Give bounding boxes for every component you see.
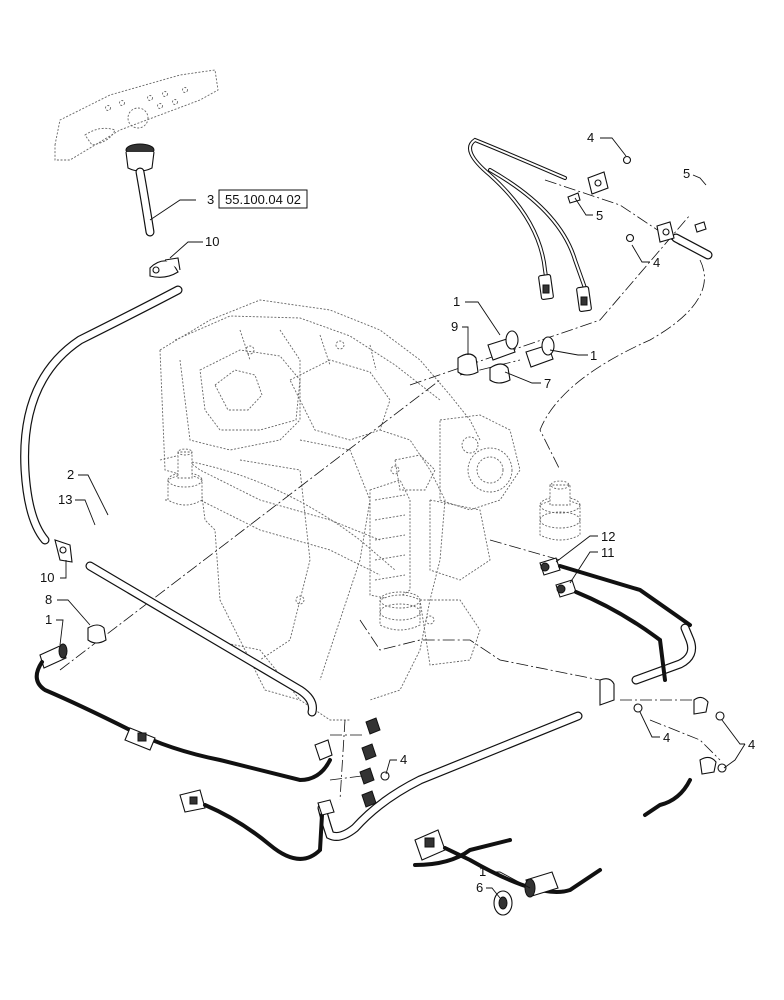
left-tube [20,285,317,717]
clip-stack [314,717,390,816]
bottom-sensor [413,829,602,916]
callout-10: 10 [40,570,54,585]
sensor-group-right [539,557,692,682]
right-clips [599,678,727,817]
clip-10-top [149,257,181,278]
callout-1: 1 [479,864,486,879]
callout-4: 4 [663,730,670,745]
callout-1: 1 [590,348,597,363]
callout-2: 2 [67,467,74,482]
callout-4: 4 [748,737,755,752]
callout-10: 10 [205,234,219,249]
reference-label[interactable]: 55.100.04 02 [225,192,301,207]
bottom-tube [317,711,583,841]
clip-10-left [54,539,73,563]
callout-12: 12 [601,529,615,544]
callout-8: 8 [45,592,52,607]
callout-4: 4 [653,255,660,270]
transmission-housing-ghost [159,299,581,721]
callout-1: 1 [453,294,460,309]
callout-3: 3 [207,192,214,207]
leader-lines [56,137,746,899]
callout-6: 6 [476,880,483,895]
top-sensor-harness [468,137,713,313]
callout-4: 4 [587,130,594,145]
callout-4: 4 [400,752,407,767]
callout-7: 7 [544,376,551,391]
callout-5: 5 [596,208,603,223]
callouts: 3 10 4 5 5 4 1 9 1 7 2 13 10 8 1 12 11 4… [40,130,755,895]
callout-9: 9 [451,319,458,334]
instrument-panel [54,69,219,161]
callout-1: 1 [45,612,52,627]
callout-11: 11 [601,545,615,560]
right-tube [631,623,697,685]
callout-13: 13 [58,492,72,507]
reference-box[interactable]: 55.100.04 02 [218,189,308,209]
left-sensor-harness [34,624,332,861]
diagnostic-socket [125,143,155,237]
top-right-brackets [567,155,707,243]
callout-5: 5 [683,166,690,181]
sensor-group-center [457,330,555,384]
